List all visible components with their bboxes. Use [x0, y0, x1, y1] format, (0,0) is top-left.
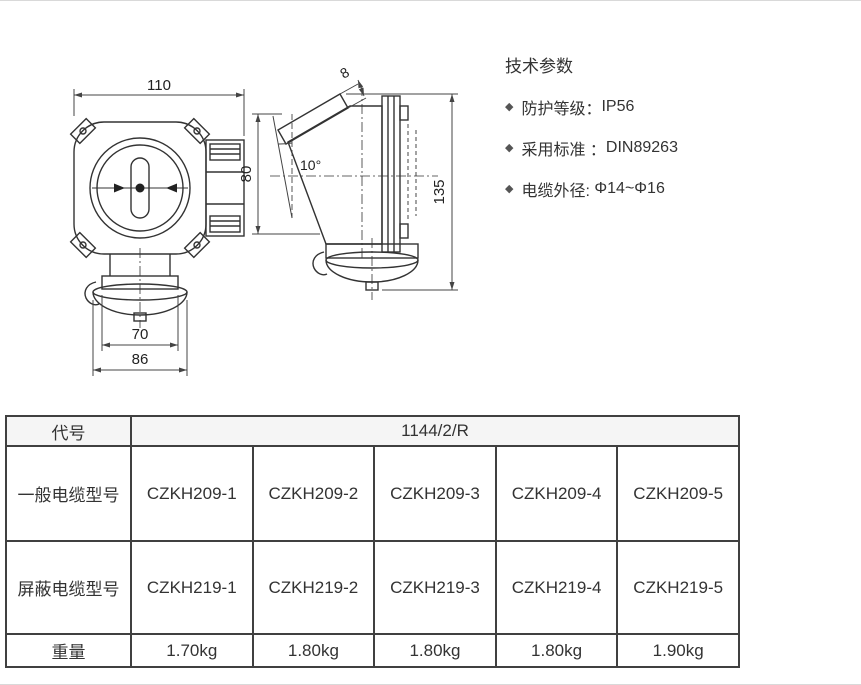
row-label-cell: 重量: [5, 633, 132, 668]
front-view: [69, 117, 245, 328]
code-value-cell: 1144/2/R: [130, 415, 740, 447]
spec-value: DIN89263: [605, 139, 678, 156]
spec-label: 电缆外径:: [521, 183, 595, 200]
dim-front-width-label: 110: [147, 77, 171, 94]
weight-cell: 1.80kg: [494, 633, 619, 668]
spec-item-standard: ◆ 采用标准 ： DIN89263: [505, 136, 835, 160]
model-cell: CZKH209-3: [373, 445, 497, 542]
model-cell: CZKH209-1: [130, 445, 254, 542]
model-cell: CZKH209-2: [251, 445, 376, 542]
dim-flange-height-label: 80: [238, 166, 255, 183]
diamond-bullet-icon: ◆: [505, 100, 514, 113]
diamond-bullet-icon: ◆: [505, 182, 514, 195]
weight-cell: 1.70kg: [130, 633, 254, 668]
model-table: 代号 1144/2/R 一般电缆型号 CZKH209-1 CZKH209-2 C…: [5, 415, 740, 668]
table-row-weight: 重量 1.70kg 1.80kg 1.80kg 1.80kg 1.90kg: [5, 633, 740, 668]
technical-drawing: 110 70 86: [30, 48, 500, 443]
model-cell: CZKH219-1: [130, 540, 254, 635]
model-cell: CZKH209-5: [616, 445, 740, 542]
top-divider: [0, 0, 861, 1]
table-row-shielded-models: 屏蔽电缆型号 CZKH219-1 CZKH219-2 CZKH219-3 CZK…: [5, 540, 740, 635]
dim-socket-width-label: 70: [132, 326, 149, 343]
switch-indicator-left-icon: [114, 183, 125, 193]
table-row-general-models: 一般电缆型号 CZKH209-1 CZKH209-2 CZKH209-3 CZK…: [5, 445, 740, 542]
row-label-cell: 一般电缆型号: [5, 445, 132, 542]
spec-item-cable-diameter: ◆ 电缆外径: Φ14~Φ16: [505, 177, 835, 201]
spec-label: 防护等级：: [521, 101, 602, 118]
model-cell: CZKH209-4: [494, 445, 619, 542]
weight-cell: 1.80kg: [251, 633, 376, 668]
model-cell: CZKH219-4: [494, 540, 619, 635]
dim-plate-thickness-label: 8: [337, 64, 352, 82]
row-label-cell: 屏蔽电缆型号: [5, 540, 132, 635]
weight-cell: 1.80kg: [373, 633, 497, 668]
weight-cell: 1.90kg: [616, 633, 740, 668]
spec-value: Φ14~Φ16: [594, 180, 665, 197]
diamond-bullet-icon: ◆: [505, 141, 514, 154]
dim-base-width-label: 86: [132, 351, 149, 368]
spec-value: IP56: [601, 98, 635, 115]
model-cell: CZKH219-5: [616, 540, 740, 635]
switch-handle: [130, 157, 150, 219]
drawing-canvas: 110 70 86: [69, 64, 458, 376]
spec-label: 采用标准 ：: [521, 142, 606, 159]
model-cell: CZKH219-3: [373, 540, 497, 635]
side-dimensions: 10° 8 80 135: [238, 64, 458, 291]
dim-tilt-angle-label: 10°: [300, 157, 321, 173]
front-dimensions: 110 70 86: [73, 77, 245, 376]
code-label-cell: 代号: [5, 415, 132, 447]
dim-total-height-label: 135: [431, 179, 448, 204]
side-view: [270, 86, 438, 300]
tech-params-panel: 技术参数 ◆ 防护等级： IP56 ◆ 采用标准 ： DIN89263 ◆ 电缆…: [505, 52, 835, 218]
switch-indicator-right-icon: [166, 183, 177, 193]
model-cell: CZKH219-2: [251, 540, 376, 635]
table-row-code: 代号 1144/2/R: [5, 415, 740, 447]
tech-params-title: 技术参数: [505, 57, 573, 76]
spec-item-protection: ◆ 防护等级： IP56: [505, 95, 835, 119]
